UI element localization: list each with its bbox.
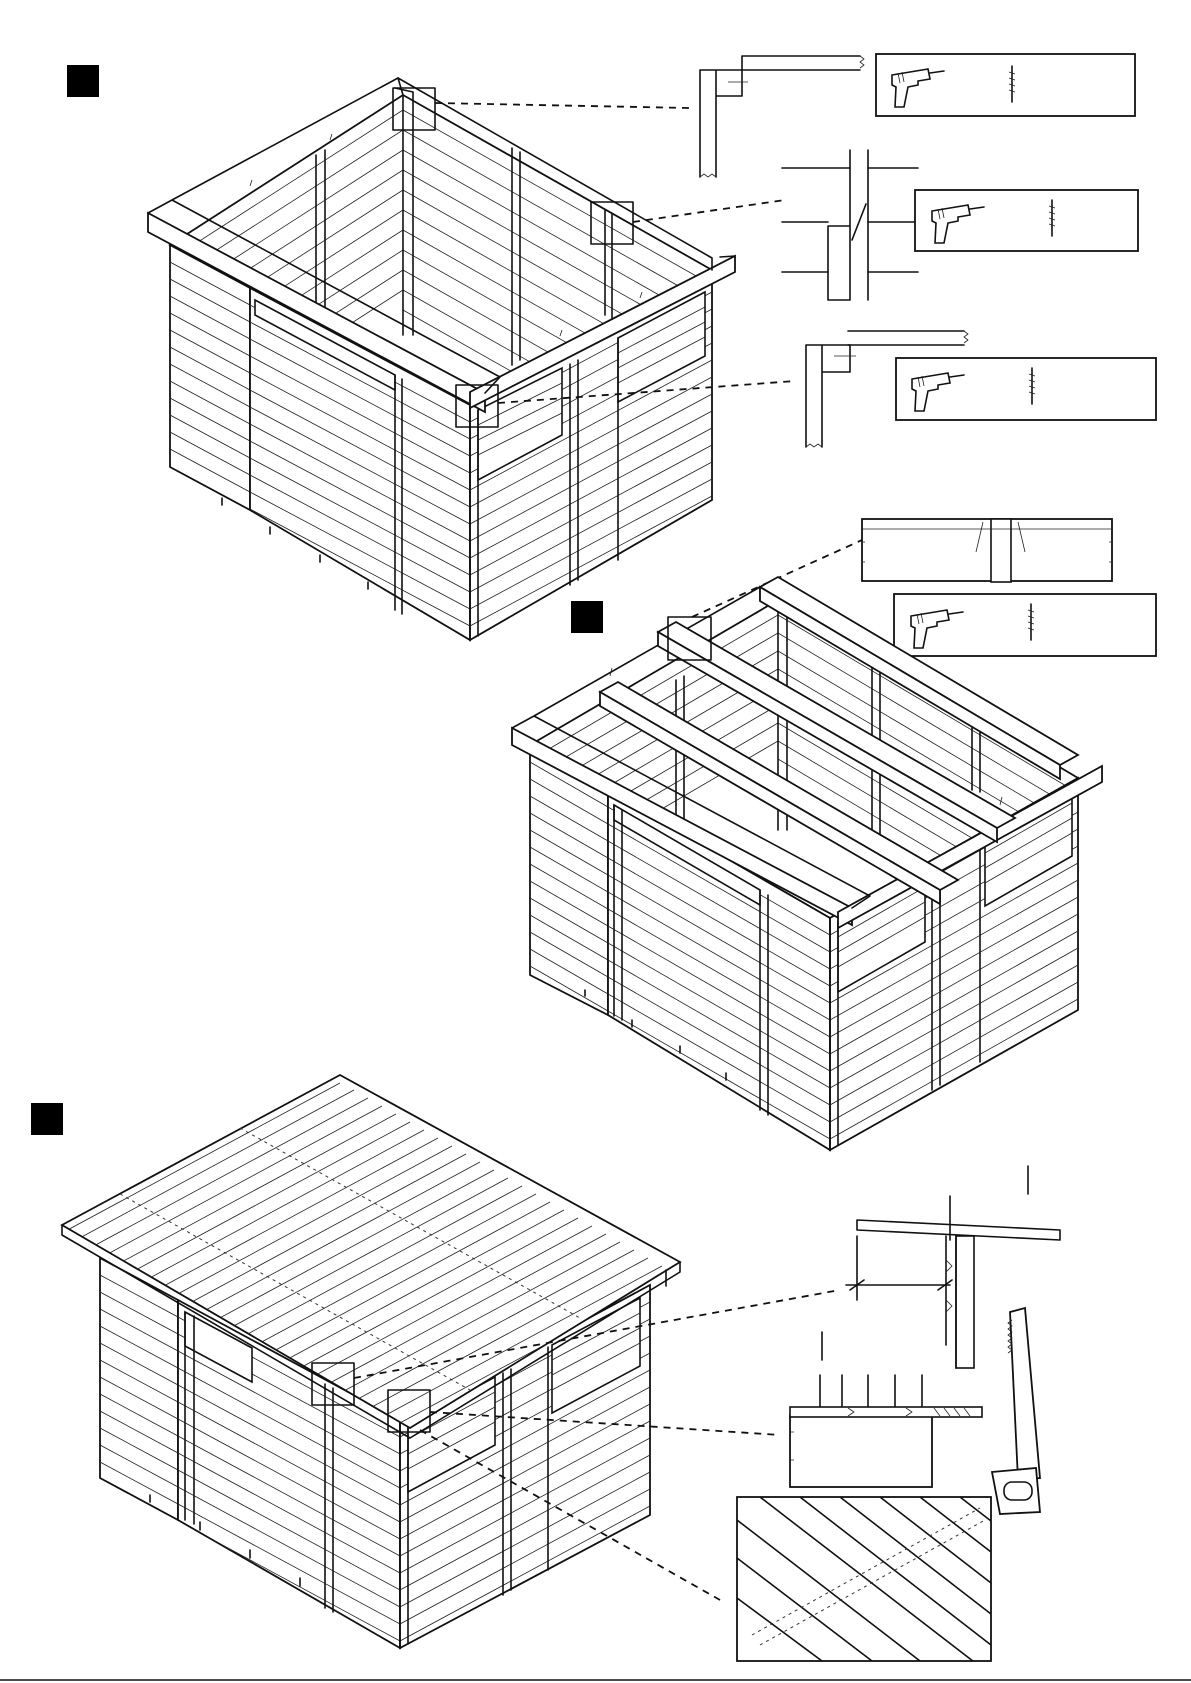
step-1-leader-b	[633, 200, 785, 222]
step-2-shed-illustration	[512, 577, 1102, 1150]
step-1-leader-a	[435, 103, 690, 108]
step-1-detail-a	[700, 56, 864, 177]
step-3-marker-icon	[31, 1103, 63, 1135]
step-1-detail-b	[782, 150, 918, 300]
step-3-detail-c	[737, 1497, 991, 1675]
step-2-tool-panel	[894, 594, 1156, 656]
step-3	[31, 1075, 1060, 1675]
step-1-tool-panel-c	[896, 358, 1156, 420]
step-1-detail-b-screw	[852, 204, 866, 240]
step-2	[512, 519, 1156, 1150]
step-1-marker-icon	[67, 65, 99, 97]
step-2-marker-icon	[571, 601, 603, 633]
step-1-tool-panel-a	[876, 54, 1135, 116]
step-1-shed-illustration	[148, 78, 735, 640]
step-3-detail-b	[790, 1332, 982, 1487]
step-2-detail	[862, 519, 1112, 582]
saw-icon	[992, 1308, 1040, 1514]
step-3-detail-b-nails	[820, 1332, 922, 1406]
step-1-tool-panel-b	[915, 190, 1138, 251]
step-3-shed-illustration	[62, 1075, 680, 1648]
